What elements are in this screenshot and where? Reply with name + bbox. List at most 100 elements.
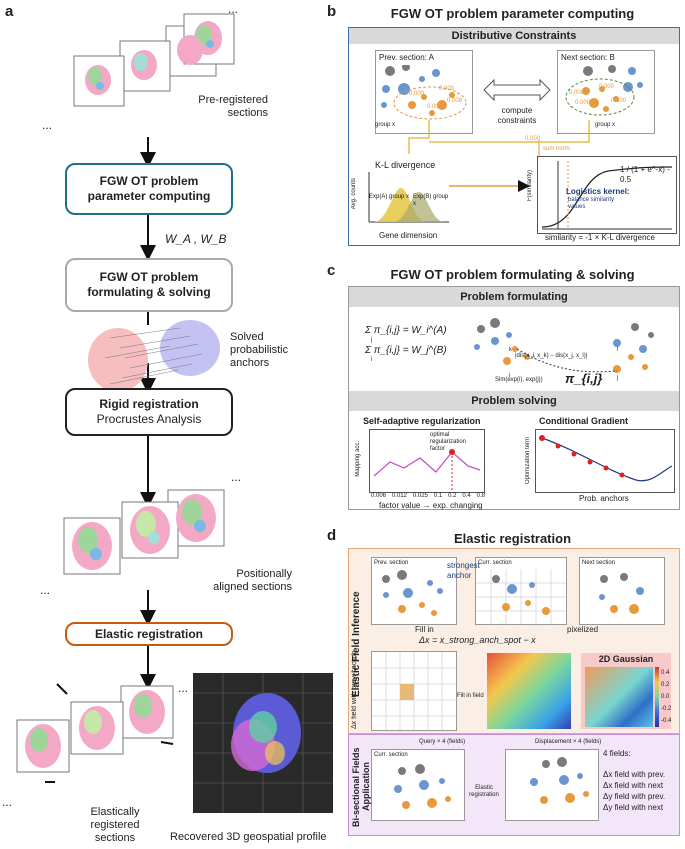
logistic-sub: balance similarity values [568,197,615,210]
val-r2: 0.008 [569,90,585,96]
pi-ij: π_{i,j} [565,371,603,386]
pre-registered-label: Pre-registered sections [198,94,268,119]
val-l2: 0.000 [439,86,455,92]
fgw-solve-line2: formulating & solving [87,285,211,299]
gene-dim-label: Gene dimension [379,231,438,240]
gradient-plot [535,429,675,493]
logistic-title: Logistics kernel: [566,187,630,196]
d-next-section: Next section [579,557,665,625]
d-prev-label: Prev. section [374,560,409,566]
rigid-registration-box: Rigid registration Procrustes Analysis [65,388,233,436]
panel-c-title: FGW OT problem formulating & solving [390,267,635,282]
filled-field-map [487,653,571,729]
prev-section-box: Prev. section: A [375,50,473,134]
dots-bottom-left: ... [2,795,13,809]
problem-solving-header: Problem solving [349,391,679,411]
fill-in-field-label: Fill in field [457,693,484,699]
eq1-sub: j [371,337,373,343]
next-section-box: Next section: B [557,50,655,134]
tick-5: 0.4 [462,493,471,499]
bi-result-section [505,749,599,821]
avg-counts-label: Avg. counts [351,178,357,210]
j-label: j [617,375,619,381]
b-connectors [408,120,590,192]
factor-axis-label: factor value → exp. changing [379,501,483,510]
dx-field-label: Δx field with prev. section [351,650,358,729]
kl-curves [368,172,449,223]
d-prev-section: Prev. section [371,557,457,625]
d-curr-section: Curr. section [475,557,567,625]
opt-term-label: Optimization term [525,437,531,485]
val-l4: 0.000 [427,104,443,110]
3d-profile-view [193,673,333,813]
dx-field-grid [371,651,457,731]
fgw-param-line1: FGW OT problem [99,174,199,188]
k-label: k [509,347,512,353]
prev-section-label: Prev. section: A [379,53,434,62]
panel-c-letter: c [327,262,336,279]
prev-section-scatter [381,63,467,120]
d-next-label: Next section [582,560,616,566]
formulation-scatter [474,318,654,373]
panel-a-letter: a [5,3,14,20]
logistic-formula: 1 / (1 + e^-x) - 0.5 [620,165,670,184]
query-label: Query × 4 (fields) [419,739,466,745]
self-adaptive-label: Self-adaptive regularization [363,416,481,426]
distributive-header: Distributive Constraints [349,28,679,44]
cb-4: -0.4 [661,718,672,724]
fgw-solve-box: FGW OT problem formulating & solving [65,258,233,312]
elastic-registration-box: Elastic registration [65,622,233,646]
exp-b-label: Exp(B) group x [413,194,449,207]
x-ticks: 0.006 0.012 0.025 0.1 0.2 0.4 0.8 [371,493,485,500]
i-label: i [509,373,511,379]
colorbar [655,667,659,727]
next-section-label: Next section: B [561,53,615,62]
bi-curr-section: Curr. section [371,749,465,821]
regularization-curve [373,449,481,490]
colorbar-ticks: 0.4 0.2 0.0 -0.2 -0.4 [661,667,671,727]
sum-norm-label: sum norm. [543,146,572,152]
fgw-param-line2: parameter computing [87,189,211,203]
positionally-label: Positionally aligned sections [213,568,292,593]
fields-title: 4 fields: [603,749,631,758]
denoised-map [585,667,653,727]
side-label-2: Bi-sectional Fields Application [351,747,371,827]
fill-in-label: Fill in [415,625,434,634]
recovered-label: Recovered 3D geospatial profile [170,831,327,843]
elastically-label: Elastically registered sections [90,806,140,844]
elastic-sections-illustration [16,683,174,783]
displacement-label: Displacement × 4 (fields) [535,739,602,745]
weights-label: W_A , W_B [165,232,227,246]
sim-text: Sim(exp(i), exp(j)) [495,377,543,383]
regularization-plot: optimal regularization factor [369,429,485,493]
strongest-anchor-label: strongest anchor [447,561,480,580]
logistic-plot: 1 / (1 + e^-x) - 0.5 Logistics kernel: b… [537,156,677,234]
field-item-1: Δx field with next [603,781,664,790]
sim-axis-label: similarity = -1 × K-L divergence [545,233,655,242]
d-curr-grid [476,569,566,625]
cb-1: 0.2 [661,682,670,688]
dots-mid-left: ... [40,583,51,597]
bi-curr-label: Curr. section [374,752,408,758]
compute-arrow [483,78,551,102]
pixelized-label: pixelized [567,625,599,634]
group-x-left: group x [375,122,396,128]
delta-eq: Δx = x_strong_anch_spot − x [419,635,536,645]
3d-profile-render [193,673,333,813]
eq1: Σ π_{i,j} = W_i^(A) [365,325,447,336]
val-l3: 0.008 [447,98,463,104]
cb-3: -0.2 [661,706,672,712]
val-l1: 0.000 [409,91,425,97]
l-label: l [617,347,619,353]
fields-list: Δx field with prev. Δx field with next Δ… [603,769,665,813]
tick-6: 0.8 [476,493,485,499]
conditional-gradient-label: Conditional Gradient [539,416,628,426]
val-r3: 0.000 [575,100,591,106]
pre-registered-stack [58,10,248,135]
panel-d-title: Elastic registration [453,531,572,546]
d-next-scatter [599,573,644,614]
aligned-sections-illustration [63,489,225,575]
logistic-curve [541,161,673,230]
problem-formulating-header: Problem formulating [349,287,679,307]
tick-2: 0.025 [412,493,428,499]
